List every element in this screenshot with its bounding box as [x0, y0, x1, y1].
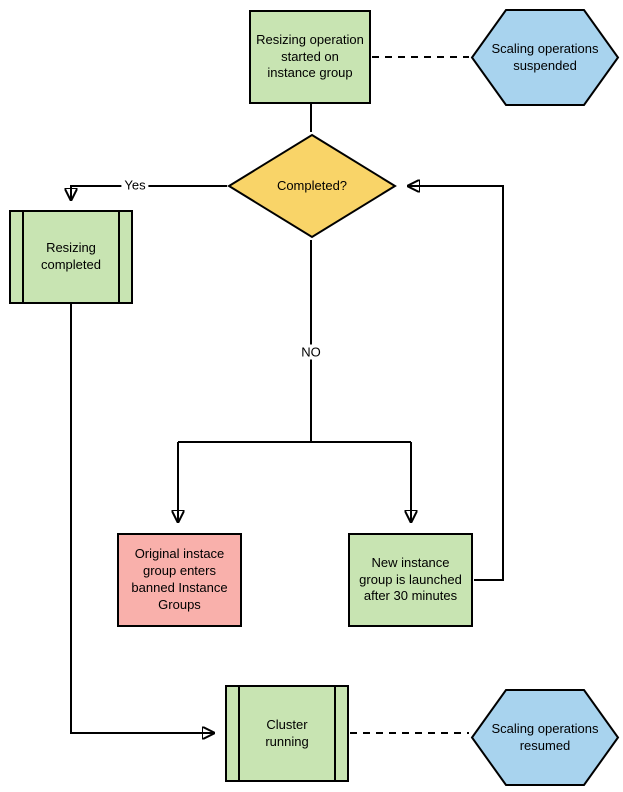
node-cluster-running-label: Cluster running — [265, 716, 309, 749]
predefined-process-bar — [118, 212, 120, 302]
hexagon-shape — [470, 689, 620, 786]
node-scaling-suspended-label: Scaling operations suspended — [491, 40, 599, 73]
node-new-instance-group-label: New instance group is launched after 30 … — [359, 554, 462, 604]
diamond-shape — [227, 133, 397, 239]
node-new-instance-group: New instance group is launched after 30 … — [348, 533, 473, 627]
node-scaling-suspended: Scaling operations suspended — [470, 8, 620, 107]
node-resizing-started-label: Resizing operation started on instance g… — [256, 31, 364, 81]
node-resizing-completed-label: Resizing completed — [41, 240, 101, 272]
node-scaling-resumed: Scaling operations resumed — [470, 688, 620, 787]
edge-yes — [71, 185, 227, 200]
node-banned-instance-groups-label: Original instace group enters banned Ins… — [131, 546, 228, 612]
node-resizing-started: Resizing operation started on instance g… — [249, 10, 371, 104]
node-cluster-running: Cluster running — [225, 685, 349, 782]
node-banned-instance-groups: Original instace group enters banned Ins… — [117, 533, 242, 627]
edge-label-no: NO — [298, 344, 324, 360]
edge-new-group-to-decision — [408, 186, 504, 581]
predefined-process-bar — [22, 212, 24, 302]
node-resizing-completed: Resizing completed — [9, 210, 133, 304]
node-scaling-resumed-label: Scaling operations resumed — [491, 720, 599, 753]
edge-resizing-to-cluster — [70, 304, 214, 733]
edge-label-yes: Yes — [121, 177, 149, 193]
node-completed-decision: Completed? — [227, 133, 397, 239]
predefined-process-bar — [238, 687, 240, 780]
node-completed-decision-label: Completed? — [276, 177, 348, 193]
predefined-process-bar — [334, 687, 336, 780]
hexagon-shape — [470, 9, 620, 106]
